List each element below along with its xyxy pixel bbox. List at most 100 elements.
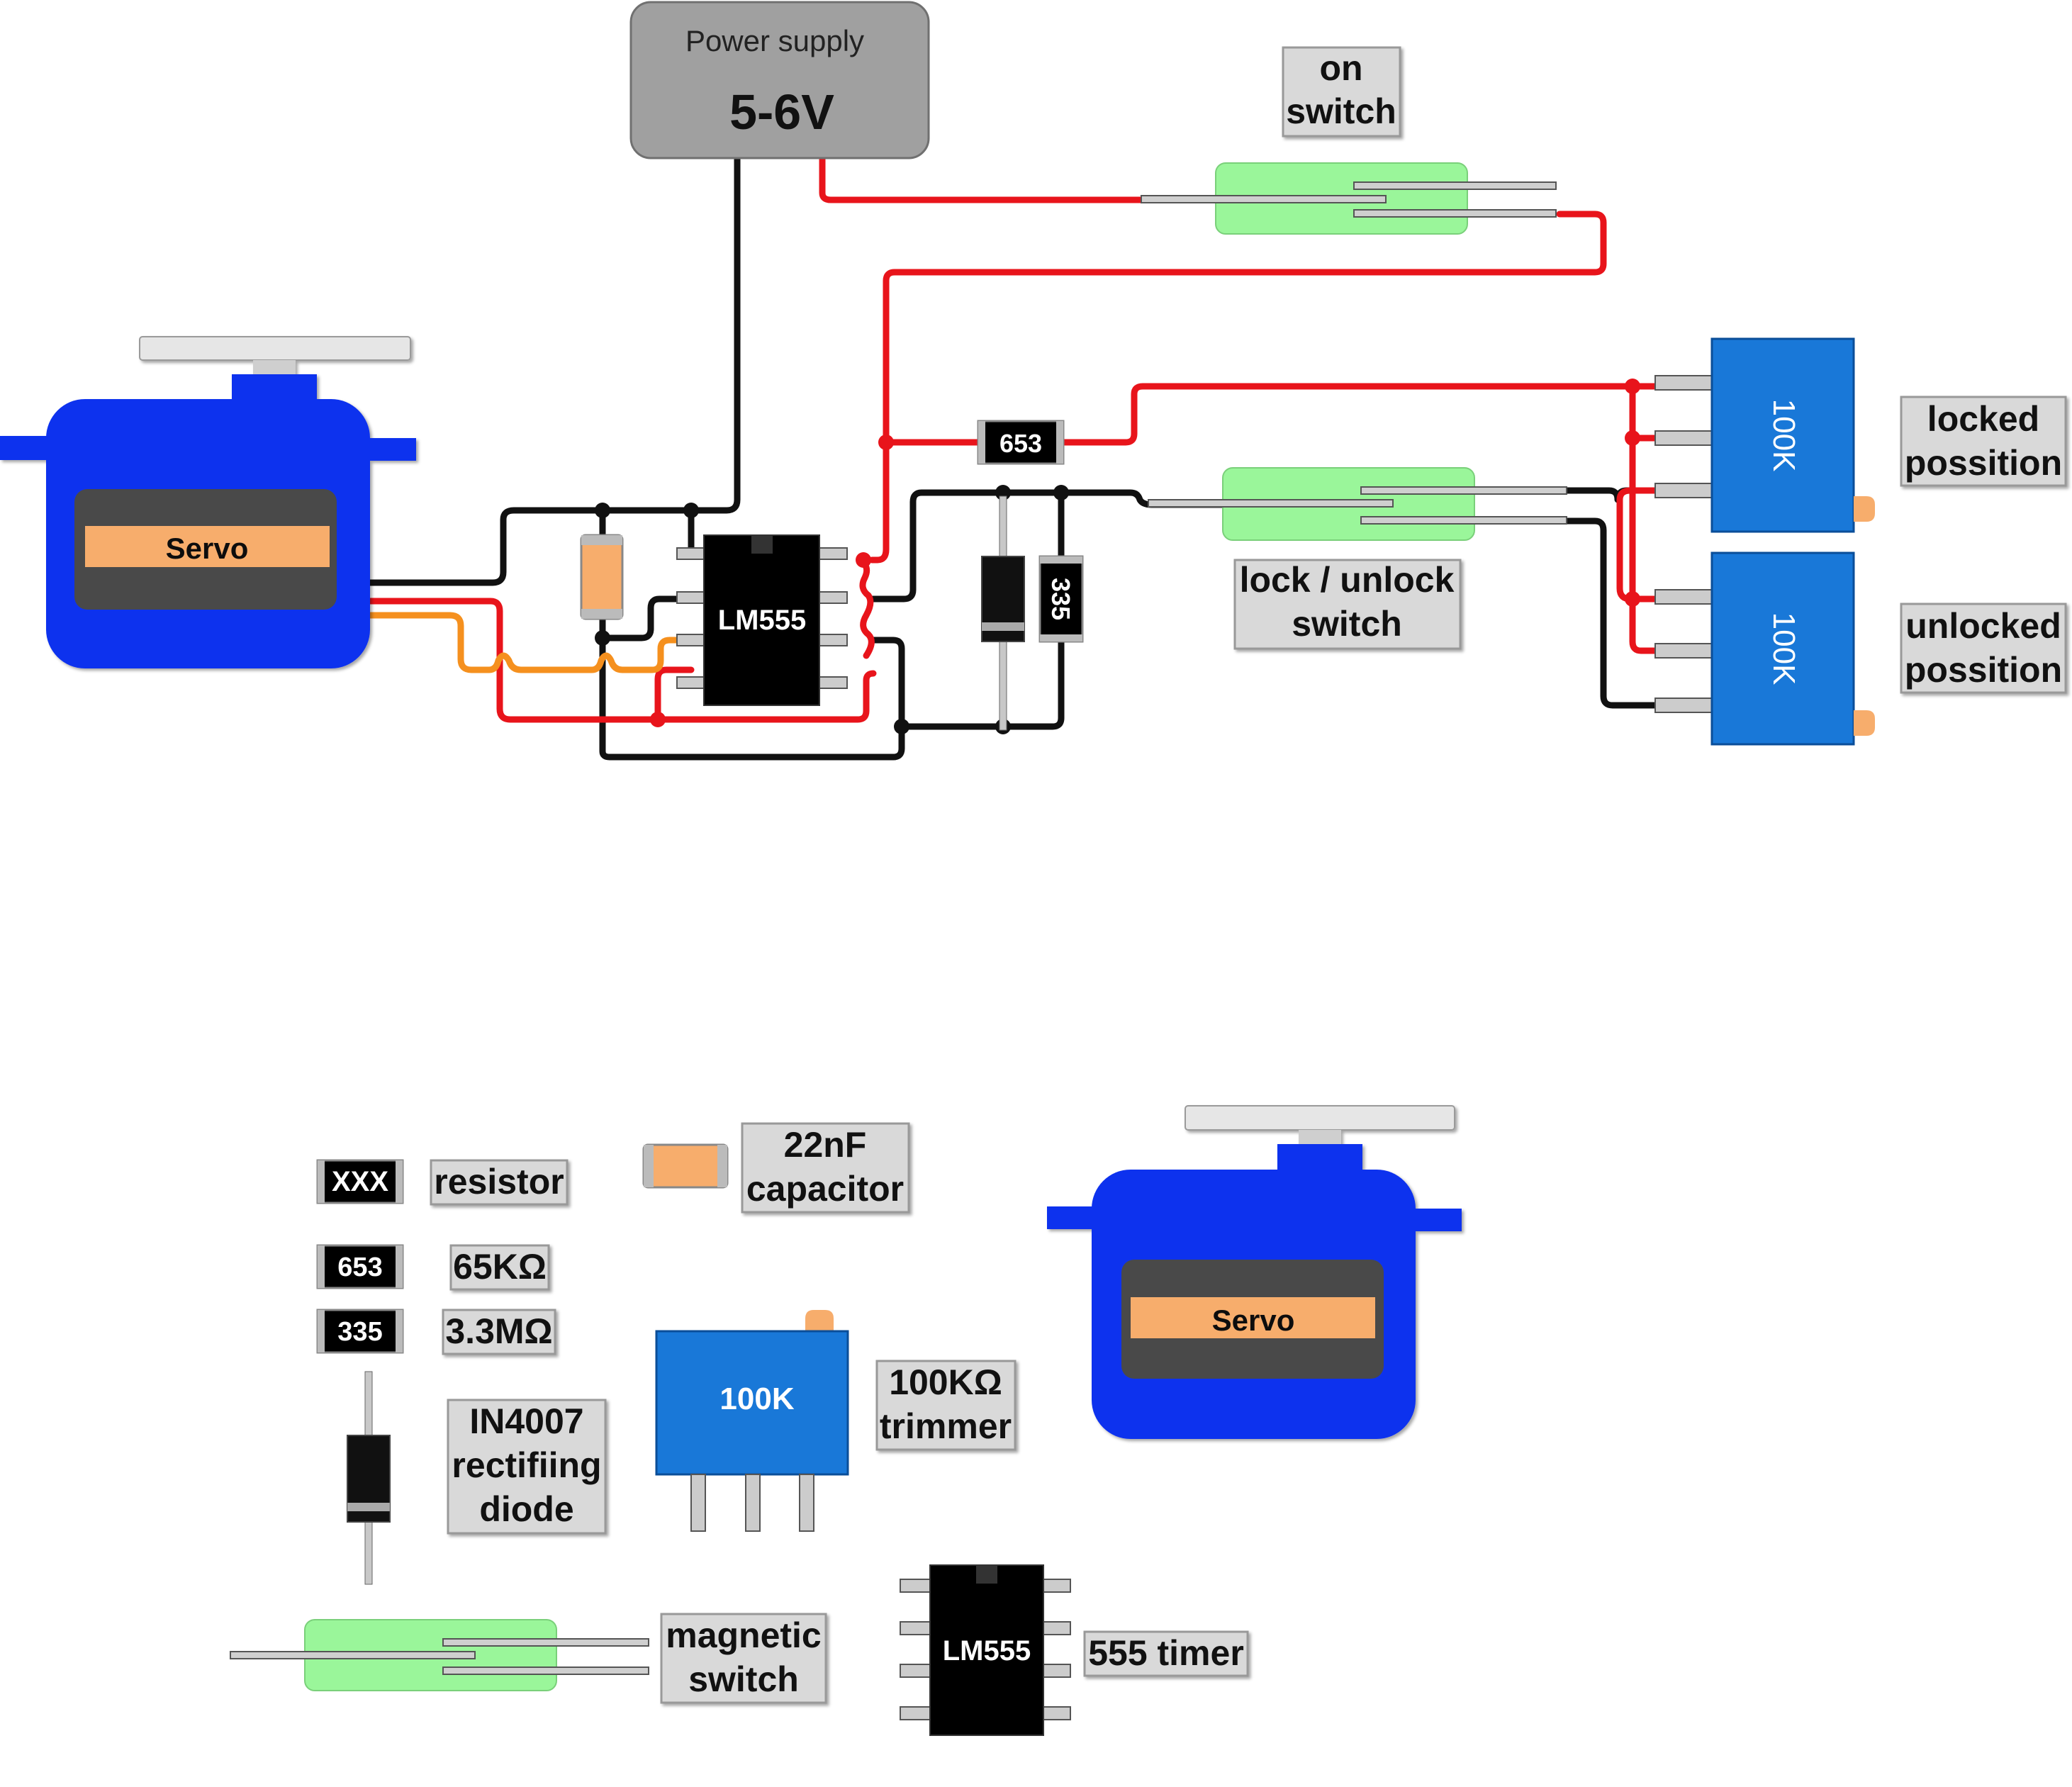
servo-shaft xyxy=(1299,1130,1341,1144)
ic-label: LM555 xyxy=(943,1635,1031,1666)
ic-notch xyxy=(976,1565,997,1584)
capacitor-body xyxy=(642,1143,729,1189)
ic-pin xyxy=(818,634,848,646)
wire-bottom-bus xyxy=(898,489,1065,730)
servo-ear-right xyxy=(366,438,416,461)
servo-horn xyxy=(1185,1105,1455,1131)
servo-shaft xyxy=(253,360,296,374)
resistor-end-left xyxy=(318,1160,325,1203)
locked-label-line1: locked xyxy=(1927,399,2039,439)
trimmer-body xyxy=(655,1330,849,1476)
lock-switch-label-line1: lock / unlock xyxy=(1240,560,1455,600)
trimmer-label: 100K xyxy=(719,1382,794,1416)
capacitor-circuit xyxy=(580,534,624,620)
servo-top xyxy=(1277,1144,1362,1172)
ic-label: LM555 xyxy=(718,605,807,636)
trimmer-pin xyxy=(1654,589,1715,605)
servo-ear-right xyxy=(1412,1209,1462,1231)
capacitor-cap-right xyxy=(717,1145,727,1187)
wire-trimmer-bus xyxy=(1629,383,1659,654)
trimmer-text-line1: 100KΩ xyxy=(889,1362,1002,1402)
junction-dot xyxy=(1625,430,1640,446)
unlocked-label-line1: unlocked xyxy=(1905,606,2061,646)
wire-ic-right-red xyxy=(856,556,875,659)
power-supply: Power supply 5-6V xyxy=(629,1,930,159)
resistor-code: 335 xyxy=(1046,578,1075,620)
diode-band xyxy=(347,1503,390,1511)
resistor-body xyxy=(316,1159,404,1204)
capacitor-text-line2: capacitor xyxy=(746,1169,904,1209)
legend-servo: Servo xyxy=(1047,1105,1462,1439)
wire-red-loop xyxy=(654,666,695,723)
resistor-body xyxy=(1038,555,1084,643)
label-box xyxy=(447,1399,607,1535)
switch-reed xyxy=(1353,209,1557,218)
power-supply-box xyxy=(629,1,930,159)
wire-lock-switch-bottom xyxy=(1556,517,1659,709)
lm555-circuit: LM555 xyxy=(676,534,848,706)
resistor-code: 653 xyxy=(337,1253,382,1282)
legend-lm555: LM555 555 timer xyxy=(900,1564,1249,1736)
diode-text-line3: diode xyxy=(479,1489,573,1529)
trimmer-knob xyxy=(1854,496,1875,522)
capacitor-text-line1: 22nF xyxy=(784,1125,867,1165)
ic-pin xyxy=(900,1664,933,1678)
wire-trimmer-wiper xyxy=(1616,487,1659,603)
junction-dot xyxy=(683,503,699,518)
switch-reed xyxy=(442,1638,649,1647)
legend-diode: IN4007 rectifiing diode xyxy=(347,1371,607,1585)
wire-ps-to-on-switch xyxy=(819,156,1148,203)
servo-circuit: Servo xyxy=(0,336,416,668)
switch-reed xyxy=(1141,195,1387,203)
trimmer-pin xyxy=(799,1474,814,1532)
unlocked-label: unlocked possition xyxy=(1900,603,2067,694)
resistor-653-circuit: 653 xyxy=(977,420,1065,465)
ic-pin xyxy=(676,591,706,604)
wire-servo-red xyxy=(366,598,877,723)
switch-reed xyxy=(1360,486,1567,495)
servo-label: Servo xyxy=(1212,1304,1295,1337)
resistor-code: 335 xyxy=(337,1317,382,1347)
signal-wires xyxy=(366,612,695,673)
trimmer-pin xyxy=(1654,698,1715,713)
trimmer-pin xyxy=(745,1474,761,1532)
resistor-code: 653 xyxy=(999,429,1042,458)
servo-ear-left xyxy=(0,436,51,460)
trimmer-text-line2: trimmer xyxy=(880,1406,1012,1446)
wire-ic-pin2 xyxy=(599,595,695,642)
ic-pin xyxy=(676,634,706,646)
label-box xyxy=(660,1613,827,1704)
wire-servo-black xyxy=(366,507,702,586)
capacitor-body xyxy=(580,534,624,620)
legend-capacitor: 22nF capacitor xyxy=(642,1122,910,1214)
resistor-end-right xyxy=(1056,421,1063,464)
capacitor-cap-top xyxy=(581,535,622,545)
label-box xyxy=(1233,559,1462,650)
switch-reed xyxy=(442,1666,649,1675)
locked-label: locked possition xyxy=(1900,396,2067,487)
label-box xyxy=(442,1309,556,1355)
junction-dot xyxy=(1625,379,1640,394)
trimmer-body xyxy=(1710,551,1855,746)
wire-servo-signal xyxy=(366,612,695,673)
servo-label-bg xyxy=(1131,1297,1375,1338)
wire-on-switch-to-bus xyxy=(868,211,1607,564)
switch-reed xyxy=(1353,181,1557,190)
trimmer-knob xyxy=(805,1310,834,1331)
trimmer-pin xyxy=(690,1474,706,1532)
on-switch-label: on switch xyxy=(1282,46,1401,138)
legend-resistor-335: 335 3.3MΩ xyxy=(316,1309,556,1355)
switch-reed xyxy=(230,1651,476,1659)
locked-label-line2: possition xyxy=(1905,443,2062,483)
ic-notch xyxy=(751,535,773,554)
diode-text-line1: IN4007 xyxy=(469,1401,583,1441)
on-switch-label-line2: switch xyxy=(1286,91,1396,131)
junction-dots-red xyxy=(650,379,1640,727)
switch-text-line1: magnetic xyxy=(666,1615,822,1655)
capacitor-cap-left xyxy=(644,1145,654,1187)
label-box xyxy=(449,1244,550,1291)
ic-pin xyxy=(818,676,848,689)
resistor-end-right xyxy=(396,1160,403,1203)
